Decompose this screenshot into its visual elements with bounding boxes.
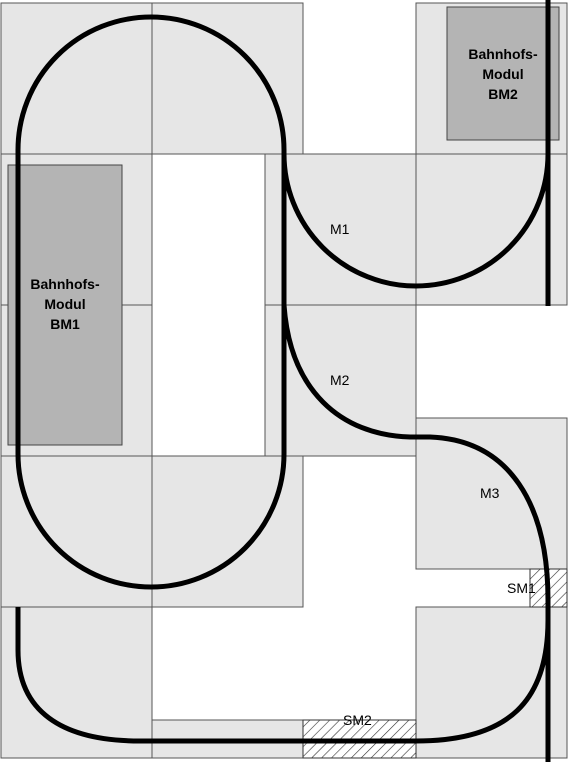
station-module-bm2 <box>446 6 560 141</box>
station-bm1-line1: Bahnhofs- <box>30 276 100 292</box>
module-label-m2: M2 <box>330 372 350 388</box>
tile-m1-left <box>264 153 417 306</box>
module-label-m3: M3 <box>480 485 500 501</box>
station-bm1-line2: Modul <box>44 296 85 312</box>
tile-r1-c1 <box>0 2 153 155</box>
tile-m4 <box>415 606 568 759</box>
tile-r4-c1 <box>0 455 153 608</box>
module-label-m1: M1 <box>330 221 350 237</box>
module-label-sm1: SM1 <box>507 580 536 596</box>
track-lower-connection <box>15 607 551 744</box>
center-opening <box>151 153 266 457</box>
track-curve-m1 <box>281 153 551 289</box>
track-oval-loop <box>15 14 287 590</box>
track-curve-m2-m3 <box>281 304 551 762</box>
station-bm2-line3: BM2 <box>488 86 518 102</box>
station-bm2-line1: Bahnhofs- <box>468 46 538 62</box>
track <box>15 0 551 762</box>
tile-m1-right <box>415 153 568 306</box>
tile-m2 <box>264 304 417 457</box>
module-label-sm2: SM2 <box>343 712 372 728</box>
station-module-bm1 <box>7 164 123 446</box>
tile-r1-c2 <box>151 2 304 155</box>
station-bm2-line2: Modul <box>482 66 523 82</box>
tile-r4-c2 <box>151 455 304 608</box>
station-bm1-line3: BM1 <box>50 316 80 332</box>
